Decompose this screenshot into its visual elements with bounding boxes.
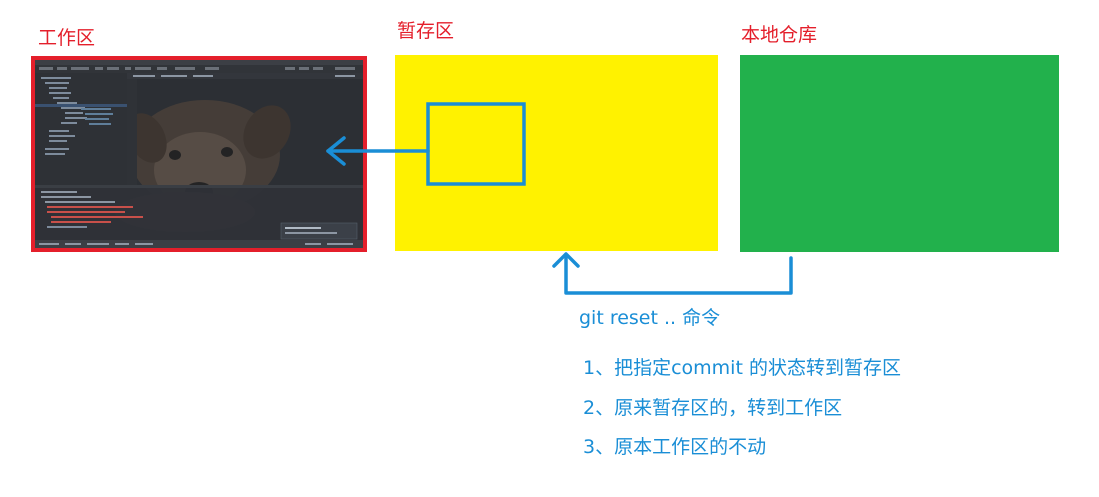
local-repo-title: 本地仓库 bbox=[741, 24, 818, 46]
workspace-box bbox=[31, 56, 367, 252]
note-3: 3、原本工作区的不动 bbox=[583, 436, 767, 458]
workspace-title: 工作区 bbox=[38, 27, 96, 49]
note-2: 2、原来暂存区的，转到工作区 bbox=[583, 397, 843, 419]
command-label: git reset .. 命令 bbox=[579, 307, 721, 329]
staging-title: 暂存区 bbox=[397, 20, 455, 42]
local-repo-box bbox=[740, 55, 1059, 252]
arrow-to-staging bbox=[552, 252, 793, 295]
ide-screenshot-image bbox=[35, 60, 363, 248]
note-1: 1、把指定commit 的状态转到暂存区 bbox=[583, 357, 901, 379]
staging-box bbox=[395, 55, 718, 251]
